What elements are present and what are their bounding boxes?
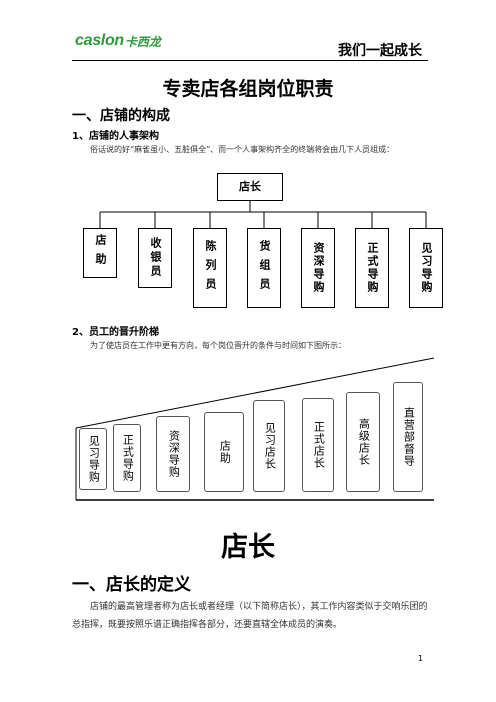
org-node-senior-sales: 资深导购	[301, 228, 335, 308]
ladder-step-trainee-sales: 见习导购	[79, 428, 107, 490]
section-heading-store-structure: 一、店铺的构成	[72, 108, 170, 124]
subheading-promotion-ladder: 2、员工的晋升阶梯	[72, 327, 159, 338]
page-number: 1	[418, 654, 424, 663]
paragraph-manager-definition: 店铺的最高管理者称为店长或者经理（以下简称店长），其工作内容类似于交响乐团的总指…	[72, 602, 428, 630]
ladder-step-regional-supervisor: 直营部督导	[393, 382, 423, 492]
ladder-step-senior-sales: 资深导购	[156, 416, 190, 492]
org-node-formal-sales: 正式导购	[355, 228, 389, 308]
org-node-assistant-manager: 店助	[83, 228, 117, 278]
document-title: 专卖店各组岗位职责	[162, 78, 334, 100]
ladder-step-formal-sales: 正式导购	[113, 424, 141, 492]
chapter-title: 店长	[221, 532, 275, 563]
org-node-cashier: 收银员	[138, 228, 172, 288]
ladder-step-assistant-manager: 店助	[204, 412, 244, 492]
header-slogan: 我们一起成长	[338, 43, 422, 59]
subheading-personnel-structure: 1、店铺的人事架构	[72, 131, 159, 142]
org-node-display-staff: 陈列员	[193, 228, 227, 308]
company-logo: caslon 卡西龙	[75, 32, 161, 49]
section-heading-manager-definition: 一、店长的定义	[72, 575, 191, 595]
org-node-store-manager: 店长	[217, 173, 283, 201]
ladder-step-formal-manager: 正式店长	[302, 398, 334, 492]
logo-chinese-text: 卡西龙	[124, 34, 161, 49]
ladder-step-senior-manager: 高级店长	[346, 392, 380, 492]
logo-latin-text: caslon	[75, 32, 124, 49]
org-node-trainee-sales: 见习导购	[409, 228, 443, 308]
header-divider	[72, 60, 428, 61]
paragraph-personnel: 俗话说的好“麻雀虽小、五脏俱全”、而一个人事架构齐全的终端将会由几下人员组成：	[90, 145, 395, 154]
org-node-stock-staff: 货组员	[247, 228, 281, 308]
paragraph-promotion: 为了使店员在工作中更有方向，每个岗位晋升的条件与时间如下图所示：	[90, 341, 346, 350]
ladder-step-trainee-manager: 见习店长	[253, 400, 285, 492]
